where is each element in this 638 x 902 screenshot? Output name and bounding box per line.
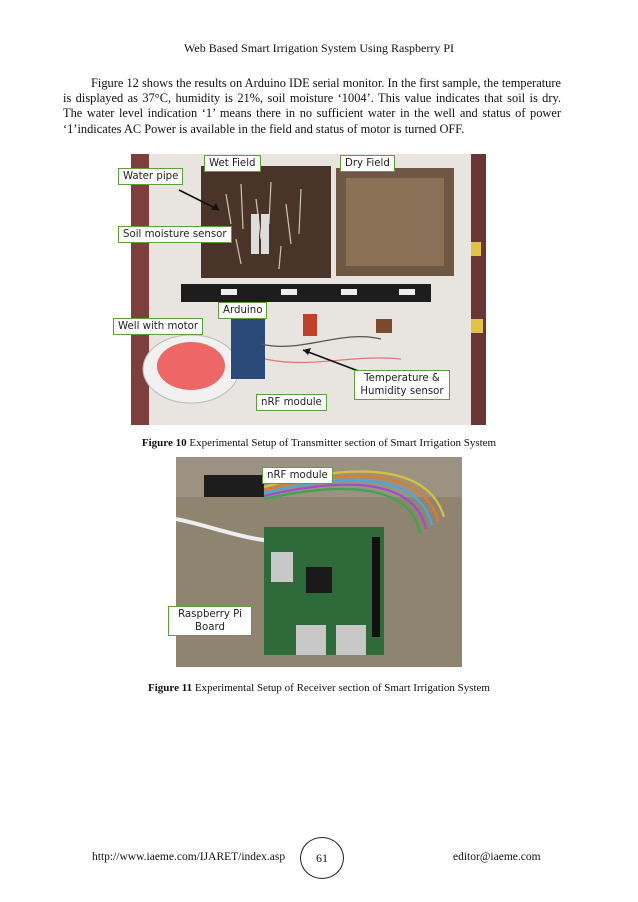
transmitter-setup-illustration xyxy=(131,154,486,425)
label-rpi-line2: Board xyxy=(195,622,225,633)
figure-10-caption-label: Figure 10 xyxy=(141,437,187,449)
figure-10-caption: Figure 10 Experimental Setup of Transmit… xyxy=(0,437,638,449)
figure-10-caption-text: Experimental Setup of Transmitter sectio… xyxy=(186,437,497,449)
page-number: 61 xyxy=(300,837,344,879)
label-temperature-humidity-sensor: Temperature & Humidity sensor xyxy=(354,370,450,400)
figure-10-photo xyxy=(131,154,486,425)
label-raspberry-pi-board: Raspberry Pi Board xyxy=(168,606,252,636)
figure-11-caption-text: Experimental Setup of Receiver section o… xyxy=(192,682,490,694)
label-wet-field: Wet Field xyxy=(204,155,261,172)
label-nrf-module-transmitter: nRF module xyxy=(256,394,327,411)
running-header: Web Based Smart Irrigation System Using … xyxy=(184,41,454,55)
figure-11-photo xyxy=(176,457,462,667)
figure-11-caption: Figure 11 Experimental Setup of Receiver… xyxy=(0,682,638,694)
label-soil-moisture-sensor: Soil moisture sensor xyxy=(118,226,232,243)
label-water-pipe: Water pipe xyxy=(118,168,184,185)
label-rpi-line1: Raspberry Pi xyxy=(178,609,242,620)
label-arduino: Arduino xyxy=(218,302,268,319)
footer-email: editor@iaeme.com xyxy=(453,851,541,863)
label-nrf-module-receiver: nRF module xyxy=(262,467,333,484)
label-temp-line2: Humidity sensor xyxy=(360,386,444,397)
figure-11-caption-label: Figure 11 xyxy=(148,682,193,694)
label-dry-field: Dry Field xyxy=(340,155,395,172)
body-paragraph: Figure 12 shows the results on Arduino I… xyxy=(63,76,561,136)
label-temp-line1: Temperature & xyxy=(364,373,440,384)
footer-url: http://www.iaeme.com/IJARET/index.asp xyxy=(92,851,286,863)
label-well-with-motor: Well with motor xyxy=(113,318,204,335)
